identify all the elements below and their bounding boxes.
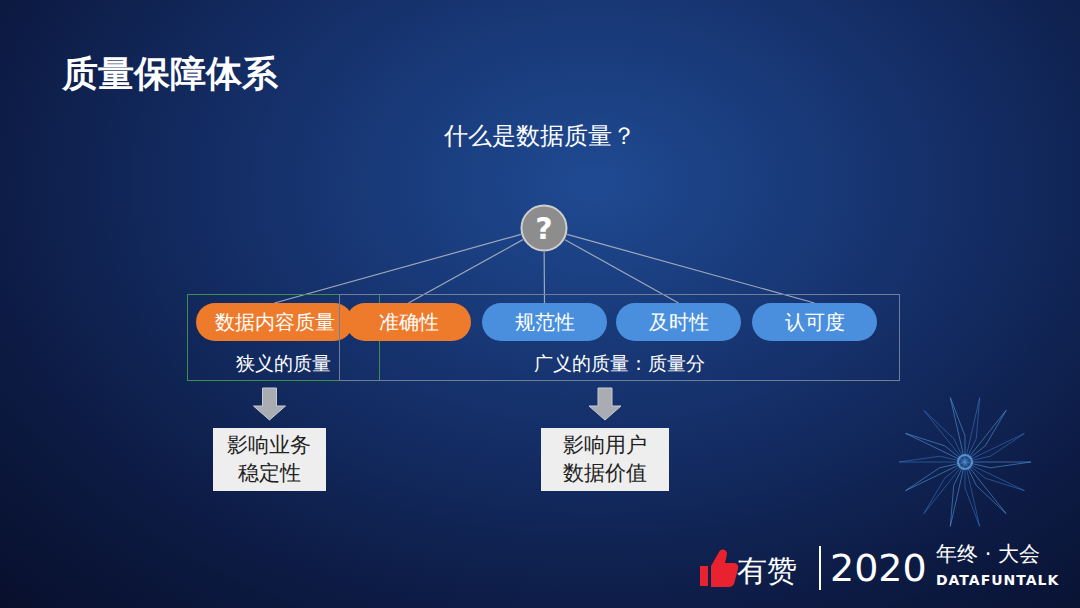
node-text: 影响业务 稳定性 (223, 432, 315, 487)
impact-box: 影响业务 稳定性 (213, 428, 326, 491)
branch-line (544, 252, 546, 303)
question-circle: ? (520, 204, 568, 252)
logo-separator (819, 546, 821, 590)
star-stroke (906, 462, 965, 491)
quality-pill: 及时性 (616, 303, 741, 341)
node-text: 认可度 (785, 309, 845, 336)
star-stroke (965, 433, 1024, 462)
node-text: 准确性 (379, 309, 439, 336)
star-stroke (924, 462, 965, 514)
star-stroke (965, 462, 980, 526)
thumb-icon (700, 550, 738, 587)
brand-text: DATAFUNTALK (936, 572, 1059, 588)
star-stroke (965, 462, 1024, 491)
group-frame: 狭义的质量 数据内容质量 (187, 294, 380, 381)
star-stroke (906, 433, 965, 462)
quality-pill: 准确性 (346, 303, 471, 341)
star-ornament (899, 398, 1031, 527)
quality-pill: 规范性 (482, 303, 607, 341)
node-text: 及时性 (649, 309, 709, 336)
quality-pill: 认可度 (752, 303, 877, 341)
year-text: 2020 (830, 546, 927, 590)
node-text: ? (535, 211, 552, 246)
node-text: 规范性 (515, 309, 575, 336)
star-core (958, 455, 972, 469)
group-caption: 狭义的质量 (188, 351, 379, 377)
group-caption: 广义的质量：质量分 (340, 351, 899, 377)
event-text: 年终 · 大会 (936, 540, 1040, 568)
block-arrow (254, 388, 286, 420)
node-text: 影响用户 数据价值 (559, 432, 651, 487)
question-heading: 什么是数据质量？ (0, 120, 1080, 152)
star-stroke (965, 410, 1006, 462)
branch-line (275, 234, 521, 303)
quality-pill: 数据内容质量 (196, 303, 353, 341)
block-arrow (589, 388, 621, 420)
star-stroke (950, 398, 965, 462)
logo-text: 有赞 (737, 551, 797, 592)
circle-shape (522, 206, 567, 251)
group-frame: 广义的质量：质量分 准确性 规范性 及时性 认可度 (339, 294, 900, 381)
slide-title: 质量保障体系 (62, 50, 278, 99)
branch-line (567, 234, 814, 303)
impact-box: 影响用户 数据价值 (541, 428, 669, 491)
node-text: 数据内容质量 (215, 309, 335, 336)
